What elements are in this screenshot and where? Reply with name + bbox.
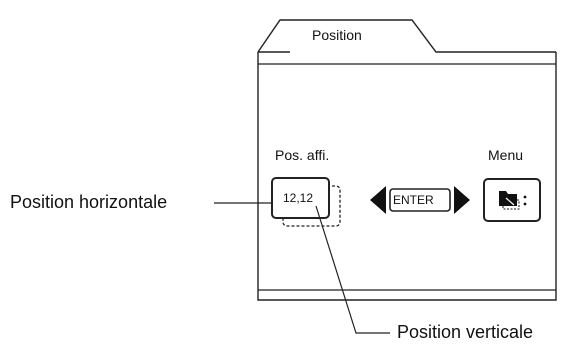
enter-label: ENTER — [393, 193, 434, 207]
triangle-left-icon — [370, 186, 386, 214]
menu-label: Menu — [488, 147, 524, 163]
value-box — [271, 177, 330, 219]
tab-shape — [257, 19, 556, 53]
callout-line-vertical — [315, 205, 390, 334]
panel-outline — [257, 52, 557, 301]
menu-folder-icon — [499, 191, 527, 210]
enter-button — [389, 188, 451, 212]
tab-title: Position — [312, 27, 362, 43]
position-value: 12,12 — [283, 191, 314, 205]
triangle-right-icon — [454, 186, 470, 214]
pos-affi-label: Pos. affi. — [275, 147, 330, 163]
callout-vertical-label: Position verticale — [397, 322, 534, 342]
callout-horizontal-label: Position horizontale — [10, 192, 168, 212]
